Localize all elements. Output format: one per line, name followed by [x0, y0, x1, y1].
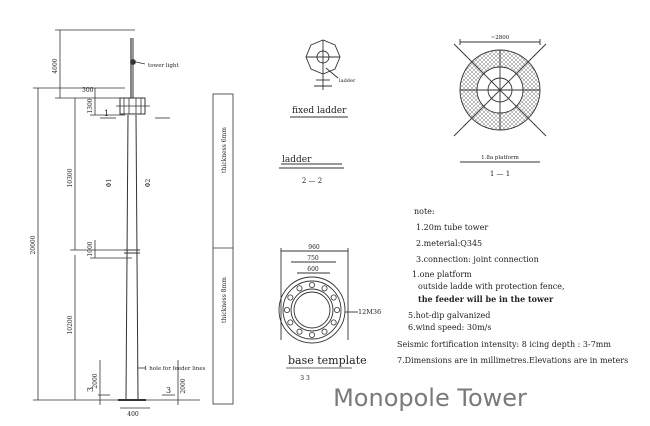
- dim-base-left: 2000: [92, 373, 99, 388]
- base-template-code: 3 3: [300, 375, 310, 382]
- dim-joint: 1000: [87, 241, 94, 256]
- bolt-hole: [287, 319, 294, 326]
- base-bolt-spec: 12M36: [358, 308, 381, 316]
- platform-label: 1.8a platform: [481, 155, 520, 161]
- fixed-ladder-detail: [290, 39, 348, 118]
- note-item: 5.hot-dip galvanized: [408, 311, 491, 320]
- note-item: 6.wind speed: 30m/s: [408, 323, 492, 332]
- label-tower-light: tower light: [148, 63, 179, 69]
- bolt-hole: [321, 285, 328, 292]
- platform-dim: ~2800: [491, 35, 510, 41]
- ladder-section: [279, 163, 344, 169]
- fixed-ladder-title: fixed ladder: [292, 106, 347, 116]
- note-item: 2.meterial:Q345: [416, 239, 483, 248]
- section-mark-1: 1: [104, 109, 109, 118]
- base-dim-inner: 600: [307, 266, 319, 273]
- base-template-plan: [278, 248, 358, 344]
- tower-elevation: [33, 29, 200, 409]
- note-item: Seismic fortification intensity: 8 icing…: [397, 340, 611, 349]
- platform-code: 1 — 1: [490, 170, 510, 178]
- bolt-hole: [283, 306, 290, 313]
- ladder-section-title: ladder: [282, 155, 312, 165]
- note-item: outside ladde with protection fence,: [418, 282, 565, 291]
- label-feeder-hole: 1 hole for feeder lines: [144, 366, 206, 372]
- note-item: 1.one platform: [412, 270, 472, 279]
- caption: Monopole Tower: [333, 384, 527, 412]
- section-mark-3-right: 3: [166, 386, 171, 395]
- bolt-hole: [330, 294, 337, 301]
- section-mark-3-left: 3: [86, 387, 95, 392]
- bolt-hole: [308, 331, 315, 338]
- note-item: 7.Dimensions are in millimetres.Elevatio…: [397, 356, 629, 365]
- elevation-labels: 4000 20000 10300 10200 1300 300 1000 200…: [30, 58, 206, 418]
- thickness-upper: thickness 6mm: [221, 127, 228, 173]
- dim-offset-300: 300: [82, 87, 94, 94]
- note-item: the feeder will be in the tower: [418, 294, 554, 304]
- bolt-holes: [283, 281, 340, 338]
- bolt-hole: [308, 281, 315, 288]
- bolt-hole: [296, 285, 303, 292]
- platform-plan: [453, 39, 547, 163]
- base-dim-mid: 750: [307, 255, 319, 262]
- note-item: 3.connection: joint connection: [416, 255, 539, 264]
- dim-top: 4000: [52, 58, 59, 73]
- base-dim-outer: 960: [308, 244, 320, 251]
- ladder-section-code: 2 — 2: [302, 177, 322, 185]
- dim-upper: 10300: [67, 168, 74, 187]
- bolt-hole: [333, 306, 340, 313]
- thickness-bar: [212, 93, 234, 405]
- bolt-hole: [287, 294, 294, 301]
- base-template-title: base template: [288, 354, 367, 367]
- fixed-ladder-tag: ladder: [339, 78, 356, 84]
- dim-base-right: 2000: [180, 378, 187, 393]
- label-phi-upper: Φ1: [106, 179, 113, 188]
- bolt-hole: [330, 319, 337, 326]
- dim-base-width: 400: [127, 411, 139, 418]
- dim-total: 20000: [30, 235, 37, 254]
- label-phi-lower: Φ2: [145, 178, 152, 187]
- note-item: 1.20m tube tower: [416, 223, 489, 232]
- dim-platform-offset: 1300: [87, 98, 94, 113]
- bolt-hole: [321, 328, 328, 335]
- dim-lower: 10200: [67, 315, 74, 334]
- bolt-hole: [296, 328, 303, 335]
- thickness-lower: thickness 8mm: [221, 277, 228, 323]
- notes-heading: note:: [414, 207, 435, 216]
